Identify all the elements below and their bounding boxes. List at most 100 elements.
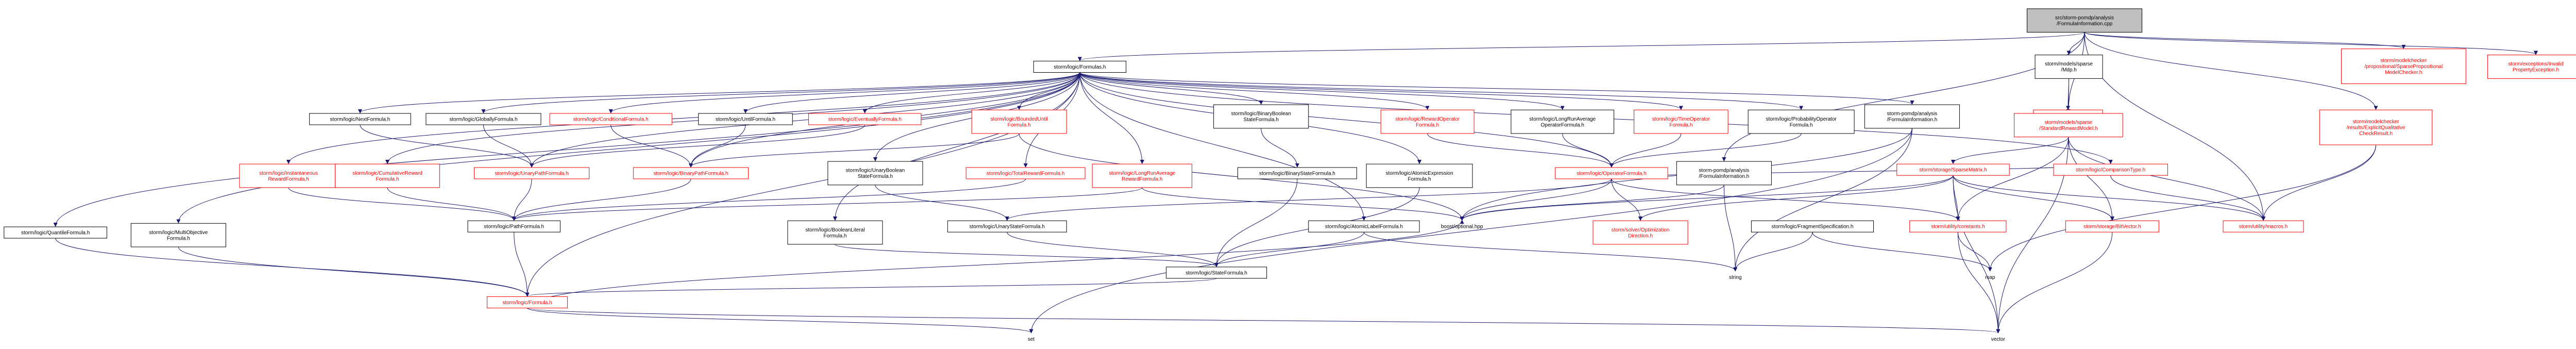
node-bitvector[interactable]: storm/storage/BitVector.h [2065,220,2159,232]
node-label-eventually-0: storm/logic/EventuallyFormula.h [828,117,901,123]
node-path[interactable]: storm/logic/PathFormula.h [467,220,561,232]
edge-multi_objective-to-formula [178,246,527,296]
node-box-bitvector [2065,220,2159,232]
node-prop_checker[interactable]: storm/modelchecker/propositional/SparseP… [2341,48,2466,84]
edge-pomdp_formula_info2-to-boost_optional [1462,185,1724,220]
node-label-until-0: storm/logic/UntilFormula.h [716,117,775,123]
node-unary_state[interactable]: storm/logic/UnaryStateFormula.h [947,220,1067,232]
node-label-unary_path-0: storm/logic/UnaryPathFormula.h [495,171,568,176]
node-label-quantile-0: storm/logic/QuantileFormula.h [21,230,90,236]
node-box-formulas [1033,60,1127,73]
edge-formulas-to-conditional [611,72,1080,113]
edge-formulas-to-unary_path [532,72,1080,167]
node-lra_reward[interactable]: storm/logic/LongRunAverageRewardFormula.… [1092,163,1193,188]
edge-root-to-invalid_prop [2084,32,2536,55]
node-box-pomdp_formula_info [1864,104,1960,129]
edge-formulas-to-operator [1079,72,1612,167]
node-label-prop_checker-1: /propositional/SparsePropositional [2364,64,2443,70]
node-binary_state[interactable]: storm/logic/BinaryStateFormula.h [1237,167,1357,179]
node-sparse_mdp[interactable]: storm/models/sparse/Mdp.h [2035,55,2103,79]
node-pomdp_formula_info2[interactable]: storm-pomdp/analysis/FormulaInformation.… [1676,161,1772,186]
edge-formulas-to-next [360,72,1080,113]
edge-formula-to-boost_optional [527,220,1462,308]
edge-constants-to-vector [1957,232,1998,333]
node-label-invalid_prop-1: PropertyException.h [2513,68,2559,73]
edge-formulas-to-eventually [865,72,1080,113]
node-globally[interactable]: storm/logic/GloballyFormula.h [426,113,541,125]
node-label-prop_checker-0: storm/modelchecker [2380,58,2427,64]
node-until[interactable]: storm/logic/UntilFormula.h [698,113,793,125]
node-label-next-0: storm/logic/NextFormula.h [330,117,391,123]
node-std_reward_model[interactable]: storm/models/sparse/StandardRewardModel.… [2014,113,2123,138]
edge-operator-to-constants [1611,178,1958,220]
node-box-lra_reward [1092,163,1193,188]
node-label-map-0: map [1985,275,1995,280]
node-box-operator [1555,167,1668,179]
node-next[interactable]: storm/logic/NextFormula.h [309,113,411,125]
node-total_reward[interactable]: storm/logic/TotalRewardFormula.h [965,167,1086,179]
node-label-instantaneous-0: storm/logic/Instantaneous [259,171,318,176]
node-atomic_label[interactable]: storm/logic/AtomicLabelFormula.h [1308,220,1420,232]
node-box-eventually [808,113,922,125]
node-box-instantaneous [239,163,338,188]
node-label-cumulative-0: storm/logic/CumulativeReward [352,171,422,176]
edge-operator-to-opt_direction [1611,178,1640,220]
node-operator[interactable]: storm/logic/OperatorFormula.h [1555,167,1668,179]
node-label-sparse_mdp-1: /Mdp.h [2061,68,2077,73]
node-comparison[interactable]: storm/logic/ComparisonType.h [2053,163,2168,176]
node-macros[interactable]: storm/utility/macros.h [2223,220,2304,232]
node-state[interactable]: storm/logic/StateFormula.h [1166,267,1267,279]
node-formulas[interactable]: storm/logic/Formulas.h [1033,60,1127,73]
edge-bounded_until-to-binary_path [691,133,1020,167]
node-formula[interactable]: storm/logic/Formula.h [486,296,568,308]
node-label-multi_objective-1: Formula.h [167,236,190,241]
node-fragment_spec[interactable]: storm/logic/FragmentSpecification.h [1751,220,1874,232]
node-root[interactable]: src/storm-pomdp/analysis/FormulaInformat… [2026,8,2143,33]
node-label-globally-0: storm/logic/GloballyFormula.h [449,117,517,123]
edge-prob_op-to-operator [1612,133,1802,167]
node-label-vector-0: vector [1991,337,2006,342]
node-binary_path[interactable]: storm/logic/BinaryPathFormula.h [633,167,749,179]
node-quantile[interactable]: storm/logic/QuantileFormula.h [4,226,107,239]
node-invalid_prop[interactable]: storm/exceptions/InvalidPropertyExceptio… [2487,55,2576,79]
edge-path-to-formula [514,232,528,296]
node-lra_op[interactable]: storm/logic/LongRunAverageOperatorFormul… [1511,109,1615,134]
node-label-std_reward_model-0: storm/models/sparse [2044,120,2092,126]
node-pomdp_formula_info[interactable]: storm-pomdp/analysis/FormulaInformation.… [1864,104,1960,129]
node-constants[interactable]: storm/utility/constants.h [1909,220,2007,232]
node-label-bounded_until-0: storm/logic/BoundedUntil [991,117,1048,122]
node-unary_path[interactable]: storm/logic/UnaryPathFormula.h [473,167,590,179]
node-sparse_matrix[interactable]: storm/storage/SparseMatrix.h [1896,163,2010,176]
node-label-path-0: storm/logic/PathFormula.h [484,224,544,230]
node-label-lra_reward-1: RewardFormula.h [1122,176,1162,182]
edge-lra_reward-to-boost_optional [1142,187,1462,220]
node-box-until [698,113,793,125]
edge-sparse_matrix-to-opt_direction [1640,175,1954,220]
node-box-bounded_until [971,109,1067,134]
node-box-prob_op [1748,109,1855,134]
edge-lra_reward-to-path [514,187,1143,220]
node-eventually[interactable]: storm/logic/EventuallyFormula.h [808,113,922,125]
node-label-explicit_qual-2: CheckResult.h [2359,131,2393,137]
node-box-path [467,220,561,232]
edge-formulas-to-formula [527,72,1080,296]
node-box-sparse_matrix [1896,163,2010,176]
node-explicit_qual[interactable]: storm/modelchecker/results/ExplicitQuali… [2319,109,2433,145]
node-box-fragment_spec [1751,220,1874,232]
node-conditional[interactable]: storm/logic/ConditionalFormula.h [549,113,672,125]
edge-unary_state-to-state [1007,232,1216,267]
node-box-pomdp_formula_info2 [1676,161,1772,186]
